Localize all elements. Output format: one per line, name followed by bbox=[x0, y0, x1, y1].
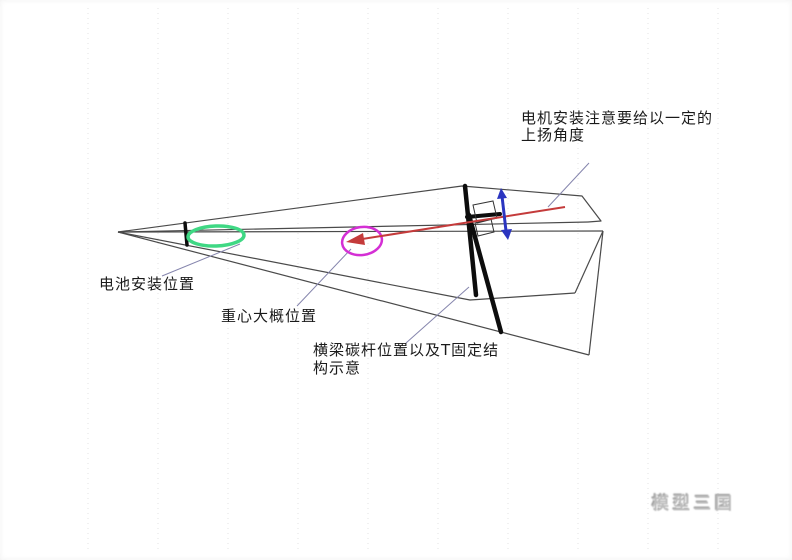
carbon-rods bbox=[183, 183, 504, 335]
carbon-rod-diagonal bbox=[466, 212, 504, 335]
airframe-wireframe bbox=[117, 185, 604, 356]
battery-ellipse-marker bbox=[186, 224, 246, 248]
battery-tick-mark bbox=[183, 221, 189, 247]
carbon-rod-vertical bbox=[462, 183, 479, 298]
wing-upper-chord bbox=[117, 221, 589, 233]
center-of-gravity-label: 重心大概位置 bbox=[221, 307, 318, 325]
winglet-right-edge bbox=[588, 230, 604, 356]
thrust-line bbox=[355, 206, 566, 241]
wing-lower-chord bbox=[117, 230, 604, 233]
wing-top-outline bbox=[117, 185, 602, 233]
motor-tilt-arrow bbox=[497, 188, 512, 240]
battery-position-label: 电池安装位置 bbox=[99, 275, 196, 293]
leader-lines bbox=[161, 162, 590, 344]
motor-tilt-arrow-head-bottom bbox=[501, 229, 512, 240]
watermark: 模型三国 bbox=[652, 494, 736, 514]
cg-ellipse-marker bbox=[340, 225, 384, 257]
wing-bottom-fold bbox=[117, 231, 576, 301]
winglet-left-edge bbox=[574, 230, 604, 294]
motor-note-label: 电机安装注意要给以一定的 上扬角度 bbox=[521, 110, 713, 144]
leader-cg bbox=[296, 248, 352, 307]
motor-note-line2: 上扬角度 bbox=[521, 126, 586, 144]
wing-lower-leading-edge bbox=[117, 231, 590, 356]
beam-rod-label: 横梁碳杆位置以及T固定结 构示意 bbox=[313, 341, 499, 377]
beam-rod-line2: 构示意 bbox=[313, 359, 362, 377]
motor-tilt-arrow-shaft bbox=[500, 195, 508, 232]
leader-battery bbox=[161, 243, 241, 277]
motor-note-line1: 电机安装注意要给以一定的 bbox=[521, 109, 714, 127]
beam-rod-line1: 横梁碳杆位置以及T固定结 bbox=[313, 341, 500, 359]
leader-beam bbox=[405, 286, 470, 344]
thrust-arrowhead bbox=[346, 233, 365, 245]
motor-tilt-arrow-head-top bbox=[497, 188, 507, 199]
motor-mount-bar bbox=[465, 212, 502, 219]
leader-motor-note bbox=[547, 162, 590, 208]
